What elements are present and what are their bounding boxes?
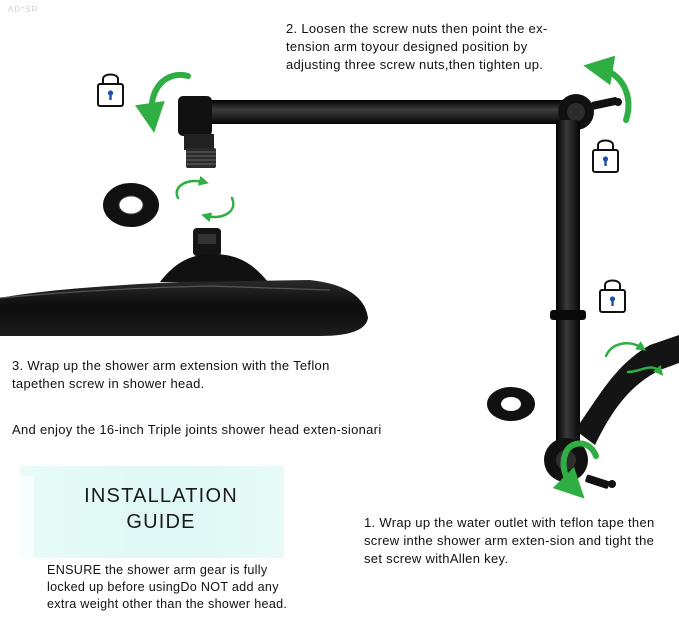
lock-icon — [592, 139, 619, 173]
instruction-step-1: 1. Wrap up the water outlet with teflon … — [364, 515, 655, 566]
shower-head — [0, 228, 368, 336]
watermark: AD*SR — [8, 5, 39, 14]
rotate-arrow-icon — [583, 55, 632, 123]
lock-icon — [97, 73, 124, 107]
installation-guide-title: INSTALLATION GUIDE — [56, 483, 266, 535]
washer-right — [487, 387, 535, 421]
rotate-arrow-icon — [552, 440, 599, 499]
washer-left — [103, 183, 159, 227]
swap-arrows-icon — [604, 341, 664, 376]
lock-icon — [599, 279, 626, 313]
guide-title-line-2: GUIDE — [126, 511, 196, 533]
swap-arrows-icon — [175, 175, 235, 223]
enjoy-note: And enjoy the 16-inch Triple joints show… — [12, 422, 382, 437]
installation-guide-panel — [20, 466, 284, 558]
horizontal-arm — [178, 96, 578, 168]
safety-note: ENSURE the shower arm gear is fully lock… — [47, 563, 288, 611]
guide-title-line-1: INSTALLATION — [84, 485, 238, 507]
instruction-step-3: 3. Wrap up the shower arm extension with… — [12, 358, 330, 391]
vertical-arm — [550, 120, 586, 450]
rotate-arrow-icon — [135, 71, 191, 133]
instruction-step-2: 2. Loosen the screw nuts then point the … — [286, 21, 548, 72]
